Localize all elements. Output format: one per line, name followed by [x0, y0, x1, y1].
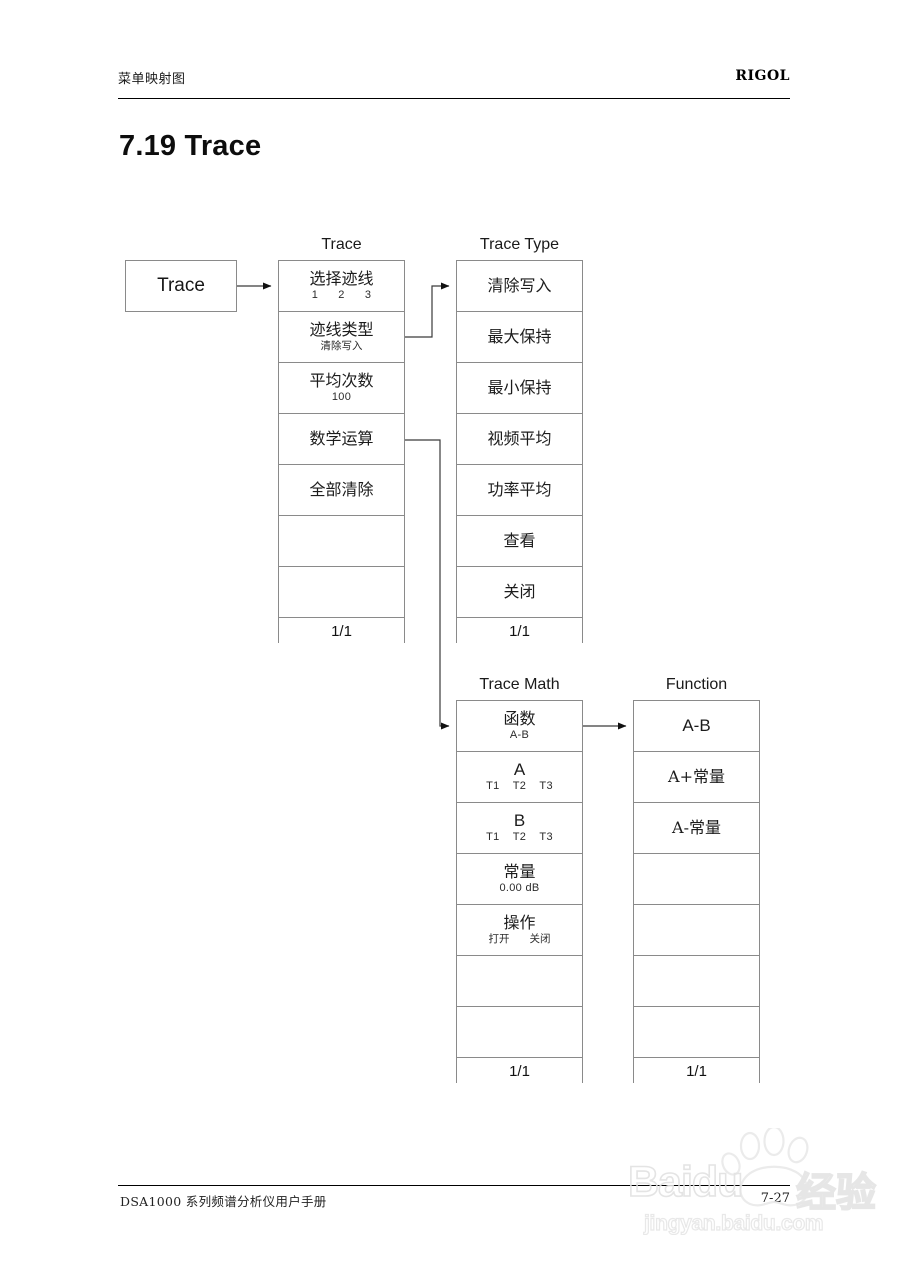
menu-item-trace-type-4[interactable]: 视频平均 — [457, 414, 582, 465]
menu-item-trace-type-1[interactable]: 清除写入 — [457, 261, 582, 312]
brand-logo-rigol: RIGOL — [735, 68, 790, 84]
column-title-trace-type: Trace Type — [479, 236, 560, 253]
menu-item-label: 操作 — [503, 913, 536, 933]
menu-page-indicator-trace-type: 1/1 — [457, 618, 582, 644]
header-section-label: 菜单映射图 — [118, 72, 186, 87]
menu-item-value: A-B — [509, 728, 530, 741]
menu-page-indicator-trace: 1/1 — [279, 618, 404, 644]
menu-item-value: 清除写入 — [320, 339, 363, 352]
page-header: 菜单映射图 RIGOL — [118, 68, 790, 98]
menu-cell-empty — [634, 905, 759, 956]
menu-item-trace-type-2[interactable]: 最大保持 — [457, 312, 582, 363]
menu-item-label: 功率平均 — [487, 479, 552, 499]
watermark-url: jingyan.baidu.com — [643, 1211, 824, 1235]
menu-item-label: 查看 — [503, 530, 536, 550]
menu-item-function-2[interactable]: A+常量 — [634, 752, 759, 803]
menu-item-value: T1 T2 T3 — [486, 780, 553, 793]
menu-column-trace-type: 清除写入最大保持最小保持视频平均功率平均查看关闭 1/1 — [456, 260, 583, 644]
column-title-function: Function — [665, 676, 728, 693]
menu-item-label: 最大保持 — [487, 326, 552, 346]
menu-item-trace-math-5[interactable]: 操作打开 关闭 — [457, 905, 582, 956]
footer-manual-title: DSA1000 系列频谱分析仪用户手册 — [120, 1194, 327, 1209]
menu-cell-empty — [457, 956, 582, 1007]
menu-item-trace-type-5[interactable]: 功率平均 — [457, 465, 582, 516]
menu-item-label: A-常量 — [672, 817, 721, 837]
menu-item-label: 最小保持 — [487, 377, 552, 397]
watermark-brand-cn: 经验 — [795, 1169, 877, 1217]
menu-cell-empty — [457, 1007, 582, 1058]
paw-print-icon — [721, 1128, 809, 1207]
footer-page-number: 7-27 — [760, 1191, 790, 1206]
baidu-watermark: Baidu 经验 jingyan.baidu.com — [627, 1128, 906, 1246]
menu-item-label: A-B — [682, 716, 711, 736]
menu-item-trace-5[interactable]: 全部清除 — [279, 465, 404, 516]
menu-item-trace-type-3[interactable]: 最小保持 — [457, 363, 582, 414]
root-key-trace[interactable]: Trace — [125, 260, 237, 312]
menu-page-indicator-label: 1/1 — [509, 622, 530, 640]
menu-item-value: T1 T2 T3 — [486, 831, 553, 844]
menu-item-label: 关闭 — [503, 581, 536, 601]
page-title: 7.19 Trace — [119, 130, 262, 162]
menu-item-label: 迹线类型 — [309, 320, 374, 340]
menu-item-value: 0.00 dB — [499, 881, 540, 894]
menu-page-indicator-trace-math: 1/1 — [457, 1058, 582, 1084]
menu-cell-empty — [279, 567, 404, 618]
menu-item-value: 1 2 3 — [311, 288, 372, 301]
menu-item-label: 清除写入 — [487, 275, 552, 295]
column-title-trace: Trace — [321, 236, 362, 253]
menu-item-trace-type-7[interactable]: 关闭 — [457, 567, 582, 618]
menu-cell-empty — [279, 516, 404, 567]
menu-item-trace-type-6[interactable]: 查看 — [457, 516, 582, 567]
menu-item-label: 函数 — [503, 708, 536, 728]
menu-item-label: A+常量 — [668, 766, 725, 786]
menu-page-indicator-function: 1/1 — [634, 1058, 759, 1084]
menu-item-label: A — [513, 760, 526, 780]
menu-item-function-1[interactable]: A-B — [634, 701, 759, 752]
footer-divider — [118, 1185, 790, 1186]
menu-item-label: 数学运算 — [309, 428, 374, 448]
menu-item-value: 100 — [331, 390, 352, 403]
root-key-label: Trace — [157, 275, 205, 296]
menu-cell-empty — [634, 956, 759, 1007]
menu-cell-empty — [634, 854, 759, 905]
menu-item-label: 视频平均 — [487, 428, 552, 448]
menu-page-indicator-label: 1/1 — [331, 622, 352, 640]
menu-item-label: B — [513, 811, 526, 831]
header-divider — [118, 98, 790, 99]
menu-item-function-3[interactable]: A-常量 — [634, 803, 759, 854]
menu-item-label: 常量 — [503, 861, 536, 881]
column-title-trace-math: Trace Math — [479, 676, 560, 693]
menu-item-value: 打开 关闭 — [488, 932, 551, 945]
menu-item-trace-4[interactable]: 数学运算 — [279, 414, 404, 465]
menu-page-indicator-label: 1/1 — [686, 1062, 707, 1080]
menu-item-label: 全部清除 — [309, 479, 374, 499]
menu-item-label: 选择迹线 — [309, 268, 374, 288]
menu-item-trace-2[interactable]: 迹线类型清除写入 — [279, 312, 404, 363]
menu-column-function: A-B A+常量 A-常量 1/1 — [633, 700, 760, 1084]
menu-page-indicator-label: 1/1 — [509, 1062, 530, 1080]
menu-item-label: 平均次数 — [309, 370, 374, 390]
menu-cell-empty — [634, 1007, 759, 1058]
